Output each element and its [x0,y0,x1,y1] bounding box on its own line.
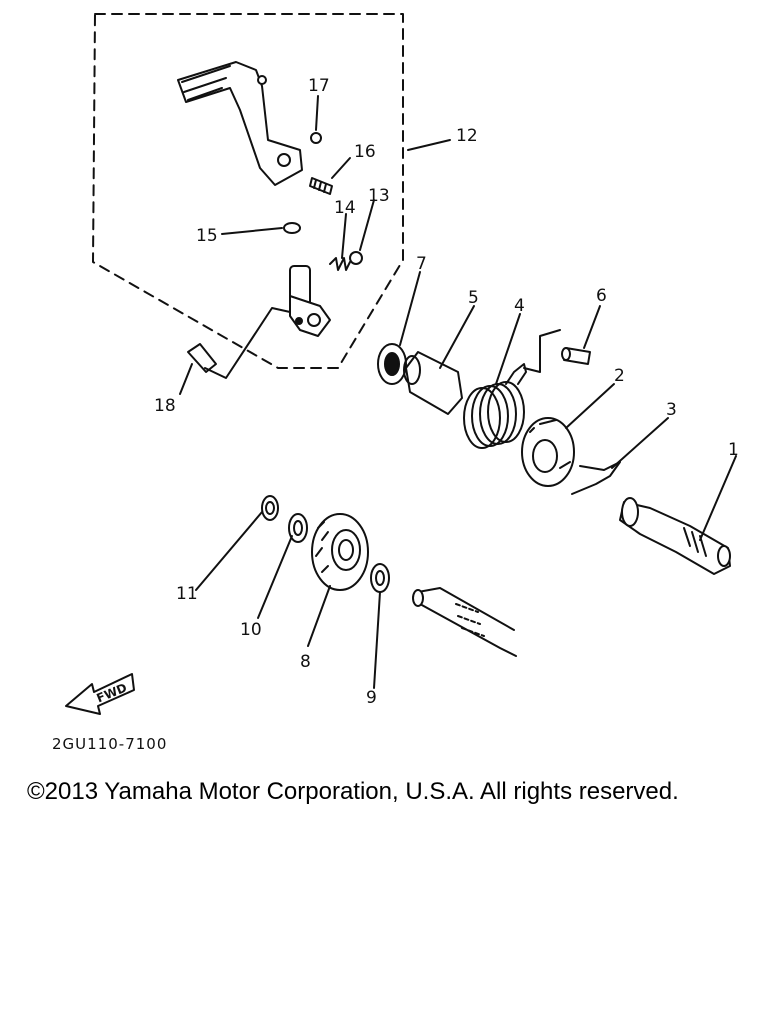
callout-4: 4 [514,296,525,316]
spring-icon [463,329,561,449]
leader-lines [179,95,737,689]
callout-8: 8 [300,652,311,672]
bearing-icon [377,343,407,385]
drawing-code: 2GU110-7100 [52,735,168,753]
callout-12: 12 [456,126,478,146]
washer-icon [288,513,308,543]
callout-11: 11 [176,584,198,604]
circlip-icon [261,495,279,521]
oring-icon [283,222,301,234]
gear-icon [311,513,369,591]
parts-drawing [65,13,737,715]
callout-6: 6 [596,286,607,306]
callout-5: 5 [468,288,479,308]
exploded-parts-diagram: 17 16 12 13 14 15 7 5 4 6 2 3 1 18 11 10… [65,13,739,715]
gear-icon [521,417,575,487]
callout-1: 1 [728,440,739,460]
ball-icon [349,251,363,265]
bolt-icon [309,177,333,195]
callout-15: 15 [196,226,218,246]
bolt-icon [187,307,291,379]
ball-icon [310,132,322,144]
kick-pedal-icon [177,61,303,186]
callout-17: 17 [308,76,330,96]
callout-16: 16 [354,142,376,162]
callout-18: 18 [154,396,176,416]
axle-icon [412,587,517,657]
axle-icon [619,497,731,575]
callout-13: 13 [368,186,390,206]
callout-7: 7 [416,254,427,274]
callout-10: 10 [240,620,262,640]
spring-icon [329,257,351,271]
collar-icon [403,351,463,415]
callout-14: 14 [334,198,356,218]
clip-icon [571,461,621,495]
kick-boss-icon [289,265,331,337]
assembly-boundary [92,13,404,369]
pin-icon [561,347,591,365]
copyright-notice: ©2013 Yamaha Motor Corporation, U.S.A. A… [27,778,679,805]
callout-9: 9 [366,688,377,708]
washer-icon [370,563,390,593]
callout-3: 3 [666,400,677,420]
arrow-icon [65,673,135,715]
callout-2: 2 [614,366,625,386]
